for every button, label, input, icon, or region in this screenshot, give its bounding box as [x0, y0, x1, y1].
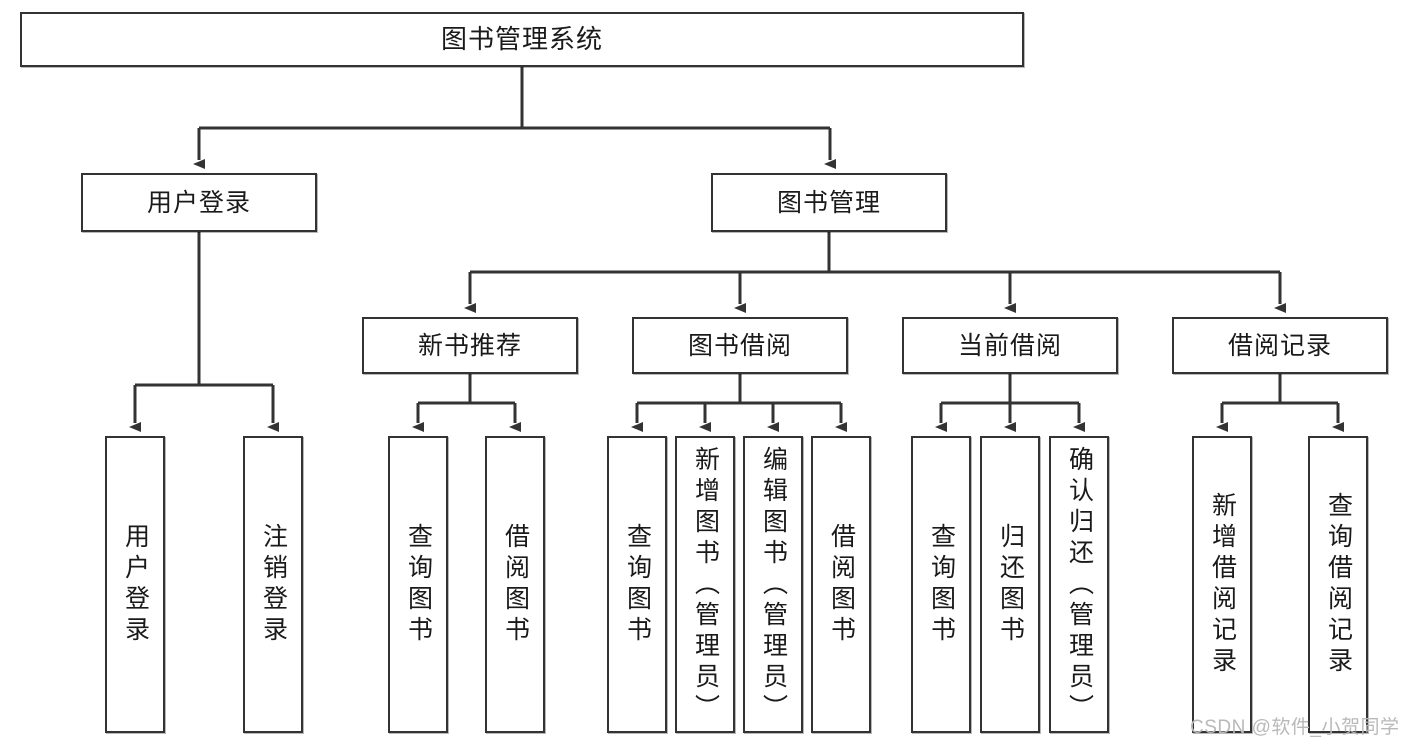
- leaf-borrow-books-recommendation[interactable]: 借阅图书: [485, 436, 545, 733]
- leaf-add-borrow-record[interactable]: 新增借阅记录: [1192, 436, 1252, 733]
- node-label: 图书管理系统: [440, 23, 603, 54]
- leaf-query-borrow-record[interactable]: 查询借阅记录: [1308, 436, 1368, 733]
- node-label: 用户登录: [146, 188, 251, 217]
- node-label: 借阅图书: [827, 522, 856, 647]
- node-label: 注销登录: [259, 522, 288, 647]
- node-label: 查询借阅记录: [1324, 491, 1353, 678]
- node-borrow-records[interactable]: 借阅记录: [1172, 317, 1388, 374]
- node-label: 查询图书: [623, 522, 652, 647]
- node-root-book-management-system[interactable]: 图书管理系统: [20, 12, 1024, 67]
- node-label: 借阅记录: [1227, 331, 1332, 360]
- node-label: 新书推荐: [417, 331, 522, 360]
- node-current-borrow[interactable]: 当前借阅: [902, 317, 1118, 374]
- leaf-edit-book-admin[interactable]: 编辑图书（管理员）: [743, 436, 803, 733]
- node-label: 查询图书: [927, 522, 956, 647]
- csdn-watermark: CSDN @软件_小贺同学: [1190, 717, 1400, 738]
- node-new-book-recommendation[interactable]: 新书推荐: [362, 317, 578, 374]
- node-label: 当前借阅: [957, 331, 1062, 360]
- leaf-user-login[interactable]: 用户登录: [105, 436, 165, 733]
- node-label: 借阅图书: [501, 522, 530, 647]
- leaf-add-book-admin[interactable]: 新增图书（管理员）: [675, 436, 735, 733]
- node-label: 确认归还（管理员）: [1065, 446, 1094, 725]
- node-label: 归还图书: [996, 522, 1025, 647]
- leaf-query-books-current[interactable]: 查询图书: [911, 436, 971, 733]
- node-label: 图书借阅: [687, 331, 792, 360]
- leaf-borrow-books[interactable]: 借阅图书: [811, 436, 871, 733]
- leaf-query-books-borrow[interactable]: 查询图书: [607, 436, 667, 733]
- node-book-management[interactable]: 图书管理: [711, 173, 947, 232]
- node-user-login[interactable]: 用户登录: [81, 173, 317, 232]
- leaf-query-books-recommendation[interactable]: 查询图书: [388, 436, 448, 733]
- node-label: 编辑图书（管理员）: [759, 446, 788, 725]
- node-book-borrow[interactable]: 图书借阅: [632, 317, 848, 374]
- node-label: 新增图书（管理员）: [691, 446, 720, 725]
- node-label: 查询图书: [404, 522, 433, 647]
- node-label: 图书管理: [776, 188, 881, 217]
- leaf-logout[interactable]: 注销登录: [243, 436, 303, 733]
- node-label: 新增借阅记录: [1208, 491, 1237, 678]
- node-label: 用户登录: [121, 522, 150, 647]
- leaf-return-books[interactable]: 归还图书: [980, 436, 1040, 733]
- leaf-confirm-return-admin[interactable]: 确认归还（管理员）: [1049, 436, 1109, 733]
